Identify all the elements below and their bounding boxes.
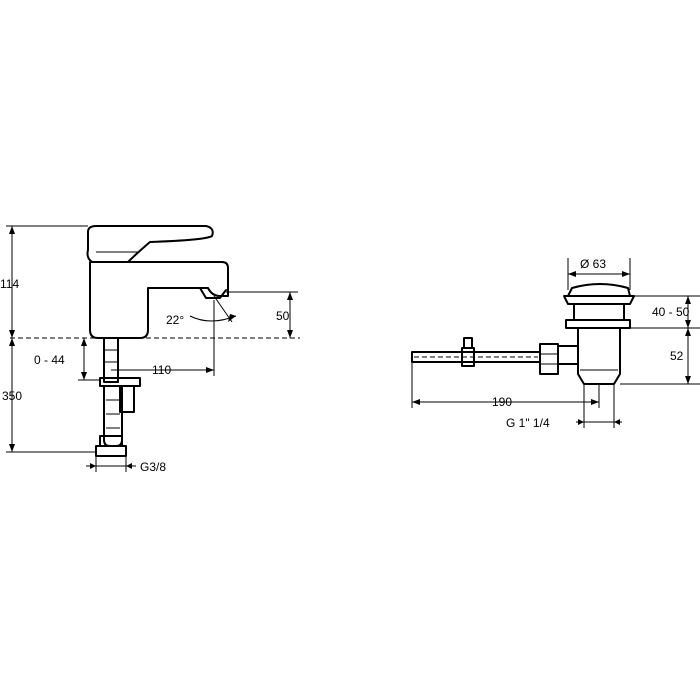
height-arrow-top <box>685 328 691 336</box>
dim-350-arrow-bottom <box>9 444 15 452</box>
angle-label: 22° <box>166 313 184 327</box>
dim-044-arrow-top <box>81 338 87 346</box>
linkage-nut <box>539 343 559 375</box>
angle-arrow <box>228 314 236 322</box>
left-dimensions: 114 350 0 - 44 110 22° 50 <box>0 225 298 474</box>
waste-height-label: 52 <box>670 349 684 363</box>
thread-arrow-left <box>90 463 96 469</box>
right-dimensions: Ø 63 40 - 50 52 190 G 1" 1/4 <box>411 257 700 430</box>
aerator <box>199 287 227 299</box>
angle-ray <box>213 295 233 323</box>
thread-label: G3/8 <box>140 460 166 474</box>
stroke-arrow-bottom <box>685 320 691 328</box>
dim-114-arrow-bottom <box>9 330 15 338</box>
waste-thread-arrow-right <box>614 419 620 425</box>
waste-washer <box>565 319 631 329</box>
rod-clamp-screw <box>463 337 473 349</box>
stroke-label: 40 - 50 <box>652 305 690 319</box>
diameter-label: Ø 63 <box>580 257 606 271</box>
rod-arrow-right <box>591 399 599 405</box>
dia-arrow-right <box>622 271 630 277</box>
hose-fitting-nut <box>99 435 123 447</box>
popup-waste <box>411 283 635 385</box>
stroke-arrow-top <box>685 296 691 304</box>
waste-neck <box>573 303 625 321</box>
waste-thread-arrow-left <box>578 419 584 425</box>
rod-length-label: 190 <box>492 395 512 409</box>
dim-350-arrow-top <box>9 338 15 346</box>
basin-mixer <box>10 225 300 457</box>
dim-044-arrow-bottom <box>81 372 87 380</box>
waste-thread-label: G 1" 1/4 <box>506 416 550 430</box>
mixer-lever <box>86 225 214 263</box>
dim-114-arrow-top <box>9 226 15 234</box>
reach-label: 110 <box>152 363 171 377</box>
thickness-label: 0 - 44 <box>34 353 65 367</box>
waste-flange <box>563 295 635 305</box>
waste-plug <box>567 283 631 297</box>
thread-arrow-right <box>126 463 132 469</box>
linkage-housing <box>557 345 579 365</box>
dia-arrow-left <box>568 271 576 277</box>
faucet-height-label: 114 <box>0 277 19 291</box>
below-deck-label: 350 <box>2 389 22 403</box>
dim-50-arrow-bottom <box>287 330 293 338</box>
spout-height-label: 50 <box>276 309 290 323</box>
dim-110-arrow <box>206 367 214 373</box>
rod-arrow-left <box>412 399 420 405</box>
height-arrow-bottom <box>685 376 691 384</box>
hose-fitting <box>95 445 127 457</box>
pull-rod <box>411 351 541 363</box>
fixing-nut <box>119 385 135 413</box>
mounting-stud <box>103 337 119 383</box>
waste-body <box>577 327 621 385</box>
dim-50-arrow-top <box>287 292 293 300</box>
mixer-body <box>89 261 229 339</box>
